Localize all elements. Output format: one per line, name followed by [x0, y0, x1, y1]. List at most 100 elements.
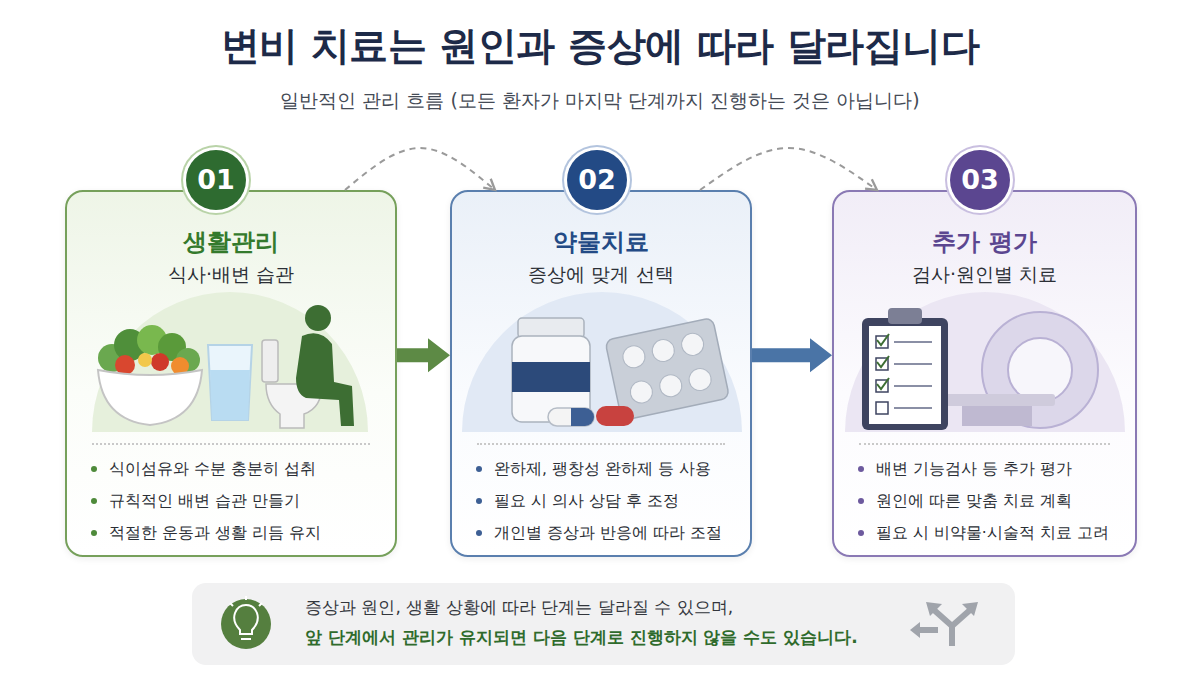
medicine-bottle [512, 336, 590, 422]
checkbox [876, 380, 888, 392]
step-card: 01생활관리식사·배변 습관식이섬유와 수분 충분히 섭취규칙적인 배변 습관 … [65, 190, 397, 557]
clipboard-clip [888, 308, 922, 324]
step-subheading: 식사·배변 습관 [67, 262, 395, 286]
checklist-line [894, 385, 932, 387]
bullet-item: 배변 기능검사 등 추가 평가 [856, 457, 1125, 481]
salad-leaf [158, 333, 186, 361]
card-divider [92, 443, 370, 445]
bullet-item: 원인에 따른 맞춤 치료 계획 [856, 489, 1125, 513]
step-number-badge: 03 [950, 150, 1010, 210]
checklist-line [894, 341, 932, 343]
step-heading: 약물치료 [452, 227, 750, 257]
toilet-bowl [266, 384, 322, 428]
salad-bowl [98, 370, 202, 425]
card-divider [859, 443, 1110, 445]
branch-arrow-head [926, 602, 942, 616]
card-divider [477, 443, 725, 445]
step-number-badge: 02 [567, 150, 627, 210]
checklist-line [894, 363, 932, 365]
scanner-bore [1008, 338, 1072, 402]
blister-pill [658, 373, 684, 399]
carrot [171, 357, 189, 375]
step-heading: 추가 평가 [834, 227, 1135, 257]
capsule-half [571, 408, 594, 426]
flow-arrow [397, 338, 450, 372]
note-highlight: 앞 단계에서 관리가 유지되면 다음 단계로 진행하지 않을 수도 있습니다. [305, 625, 925, 649]
scanner-table [935, 394, 1055, 406]
capsule [548, 408, 594, 426]
person-body [296, 333, 354, 426]
salad-leaf [98, 344, 126, 372]
illustration-backdrop [845, 292, 1125, 432]
page-title: 변비 치료는 원인과 증상에 따라 달라집니다 [0, 20, 1200, 72]
flow-arrow [752, 338, 832, 372]
note-text: 증상과 원인, 생활 상황에 따라 단계는 달라질 수 있으며, [305, 595, 925, 619]
bullet-item: 개인별 증상과 반응에 따라 조절 [474, 521, 740, 545]
person-head [305, 305, 331, 331]
branch-arrow-head [910, 622, 920, 638]
scanner-base [962, 406, 1032, 426]
check-mark [877, 356, 889, 367]
blister-pill [680, 331, 706, 357]
lightbulb-icon [234, 605, 258, 634]
clipboard [862, 318, 948, 430]
step-subheading: 증상에 맞게 선택 [452, 262, 750, 286]
checkbox [876, 402, 888, 414]
step-number-badge: 01 [186, 150, 246, 210]
lightbulb-ray [230, 603, 233, 606]
bullet-item: 규칙적인 배변 습관 만들기 [89, 489, 385, 513]
step-heading: 생활관리 [67, 227, 395, 257]
clipboard-paper [869, 326, 941, 424]
blister-pill [628, 379, 654, 405]
tomato [115, 355, 135, 375]
note-box: 증상과 원인, 생활 상황에 따라 단계는 달라질 수 있으며, 앞 단계에서 관… [192, 583, 1015, 665]
bullet-item: 적절한 운동과 생활 리듬 유지 [89, 521, 385, 545]
checklist-line [894, 407, 932, 409]
illustration-backdrop [462, 292, 742, 432]
blister-pack [605, 318, 730, 421]
lightbulb-ray [259, 603, 262, 606]
branch-arrow [918, 627, 938, 633]
blister-sheet [605, 318, 730, 421]
salad-leaf [114, 329, 146, 361]
bottle-label [512, 362, 590, 392]
checkbox [876, 336, 888, 348]
red-pill [596, 406, 634, 426]
check-mark [877, 378, 889, 389]
subtitle-note: 일반적인 관리 흐름 (모든 환자가 마지막 단계까지 진행하는 것은 아닙니다… [0, 87, 1200, 113]
checkbox [876, 358, 888, 370]
step-subheading: 검사·원인별 치료 [834, 262, 1135, 286]
toilet-tank [262, 340, 278, 382]
bullet-item: 필요 시 비약물·시술적 치료 고려 [856, 521, 1125, 545]
branch-arrow-head [962, 602, 978, 616]
blister-pill [621, 344, 647, 370]
water-glass [208, 345, 252, 420]
bullet-item: 필요 시 의사 상담 후 조정 [474, 489, 740, 513]
step-number: 03 [950, 150, 1010, 210]
step-card: 03추가 평가검사·원인별 치료배변 기능검사 등 추가 평가원인에 따른 맞춤… [832, 190, 1137, 557]
pepper [138, 353, 152, 367]
step-card: 02약물치료증상에 맞게 선택완하제, 팽창성 완하제 등 사용필요 시 의사 … [450, 190, 752, 557]
salad-leaf [137, 325, 167, 355]
bottle-cap [518, 318, 584, 338]
scanner-ring [982, 312, 1098, 428]
lightbulb-ray [245, 596, 247, 600]
progress-arc [345, 148, 495, 190]
lightbulb-base [241, 638, 251, 640]
blister-pill [687, 367, 713, 393]
branch-arrow [934, 610, 952, 646]
step-number: 02 [567, 150, 627, 210]
progress-arc [700, 148, 877, 190]
check-mark [877, 334, 889, 345]
bullet-item: 식이섬유와 수분 충분히 섭취 [89, 457, 385, 481]
salad-leaf [176, 348, 200, 372]
step-number: 01 [186, 150, 246, 210]
water [210, 370, 250, 420]
blister-pill [650, 338, 676, 364]
illustration-backdrop [92, 292, 368, 432]
bullet-item: 완하제, 팽창성 완하제 등 사용 [474, 457, 740, 481]
lightbulb-badge [221, 599, 271, 649]
